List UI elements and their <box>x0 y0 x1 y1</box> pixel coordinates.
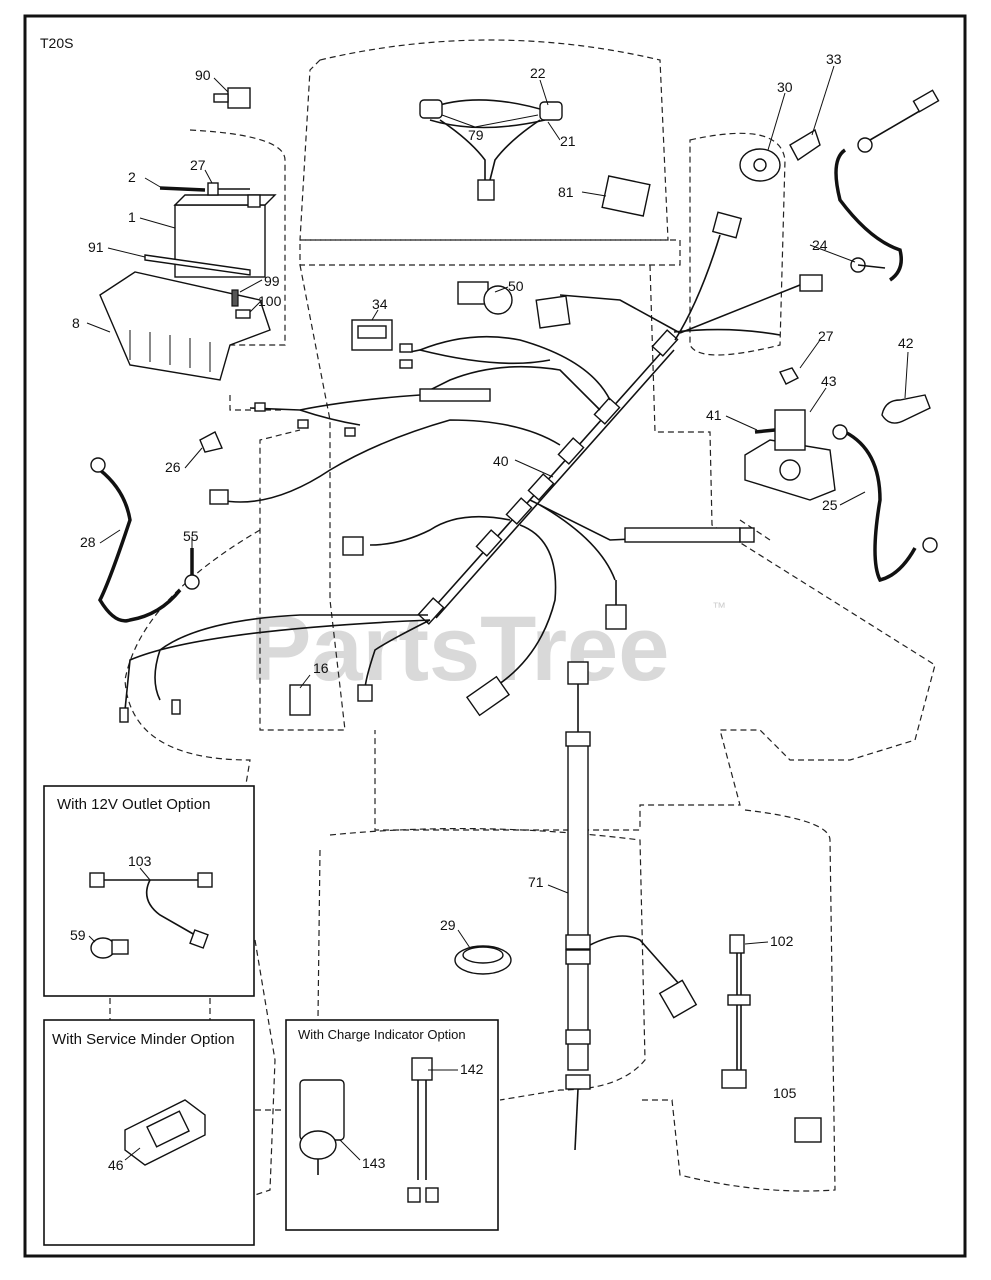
terminal-g <box>171 699 181 715</box>
callout-22: 22 <box>530 65 546 81</box>
callout-59: 59 <box>70 927 86 943</box>
callout-103: 103 <box>128 853 152 869</box>
screw-41 <box>754 428 776 434</box>
ignition-switch-30 <box>739 148 781 182</box>
nut-27 <box>779 367 799 385</box>
callout-99: 99 <box>264 273 280 289</box>
callout-33: 33 <box>826 51 842 67</box>
callout-27-top: 27 <box>190 157 206 173</box>
battery-strap-91 <box>144 254 251 276</box>
harness-connector-a <box>711 211 743 239</box>
callout-100: 100 <box>258 293 282 309</box>
callout-105: 105 <box>773 1085 797 1101</box>
outlet-option-box: With 12V Outlet Option <box>43 785 255 997</box>
callout-55: 55 <box>183 528 199 544</box>
callout-41: 41 <box>706 407 722 423</box>
leader-lines <box>86 65 909 1161</box>
callout-21: 21 <box>560 133 576 149</box>
battery-cable-25 <box>832 424 938 583</box>
harness-connector-g <box>357 684 373 702</box>
outlet-option-title: With 12V Outlet Option <box>57 796 210 813</box>
service-option-title: With Service Minder Option <box>52 1031 235 1048</box>
battery-cable-24 <box>834 89 940 282</box>
terminal-b <box>399 359 413 369</box>
nut-100 <box>235 309 251 319</box>
callout-79: 79 <box>468 127 484 143</box>
callout-26: 26 <box>165 459 181 475</box>
callout-90: 90 <box>195 67 211 83</box>
ground-cable-28 <box>90 457 200 623</box>
harness-102 <box>721 934 751 1089</box>
callout-34: 34 <box>372 296 388 312</box>
callout-43: 43 <box>821 373 837 389</box>
service-minder-46 <box>124 1099 206 1166</box>
callout-27-right: 27 <box>818 328 834 344</box>
terminal-boot-42 <box>881 394 931 424</box>
terminal-f <box>119 707 129 723</box>
callout-50: 50 <box>508 278 524 294</box>
terminal-c <box>254 402 266 412</box>
callout-91: 91 <box>88 239 104 255</box>
terminal-a <box>399 343 413 353</box>
main-harness-40 <box>124 234 801 711</box>
harness-connector-b <box>799 274 823 292</box>
callout-40: 40 <box>493 453 509 469</box>
diagram-code: T20S <box>40 35 73 51</box>
callout-16: 16 <box>313 660 329 676</box>
terminal-e <box>344 427 356 437</box>
part-26 <box>199 431 223 453</box>
callout-30: 30 <box>777 79 793 95</box>
charge-option-box: With Charge Indicator Option <box>285 1019 499 1231</box>
callouts: 90 27 2 1 91 99 100 8 22 79 21 81 30 33 … <box>70 51 914 1173</box>
part-16 <box>289 684 311 716</box>
callout-8: 8 <box>72 315 80 331</box>
harness-connector-d <box>342 536 364 556</box>
part-90 <box>213 87 251 109</box>
callout-71: 71 <box>528 874 544 890</box>
screw-99 <box>231 289 239 307</box>
callout-42: 42 <box>898 335 914 351</box>
diagram-border <box>23 14 967 1258</box>
callout-46: 46 <box>108 1157 124 1173</box>
tractor-outline <box>109 39 936 1196</box>
power-outlet-59 <box>90 937 129 959</box>
headlight-harness-21 <box>419 99 563 201</box>
harness-142 <box>407 1057 439 1203</box>
switch-34 <box>351 319 393 351</box>
callout-102: 102 <box>770 933 794 949</box>
callout-143: 143 <box>362 1155 386 1171</box>
callout-81: 81 <box>558 184 574 200</box>
harness-connector-f <box>465 675 511 717</box>
charge-option-title: With Charge Indicator Option <box>298 1027 466 1042</box>
terminal-d <box>297 419 309 429</box>
battery-bolt-2 <box>159 182 250 196</box>
relay-81 <box>601 175 651 217</box>
battery-tray-8 <box>99 271 271 381</box>
part-33 <box>789 128 821 162</box>
part-29 <box>454 945 512 975</box>
solenoid-43 <box>744 409 836 501</box>
callout-25: 25 <box>822 497 838 513</box>
part-50 <box>457 281 513 315</box>
service-option-box: With Service Minder Option <box>43 1019 255 1246</box>
part-105 <box>794 1117 822 1143</box>
callout-28: 28 <box>80 534 96 550</box>
harness-connector-e <box>605 604 627 630</box>
harness-connector-c <box>209 489 229 505</box>
callout-142: 142 <box>460 1061 484 1077</box>
watermark-trademark: ™ <box>712 599 726 615</box>
callout-24: 24 <box>812 237 828 253</box>
harness-71 <box>565 661 698 1151</box>
charge-indicator-143 <box>299 1079 345 1175</box>
harness-tag <box>535 295 571 329</box>
callout-29: 29 <box>440 917 456 933</box>
callout-1: 1 <box>128 209 136 225</box>
callout-2: 2 <box>128 169 136 185</box>
